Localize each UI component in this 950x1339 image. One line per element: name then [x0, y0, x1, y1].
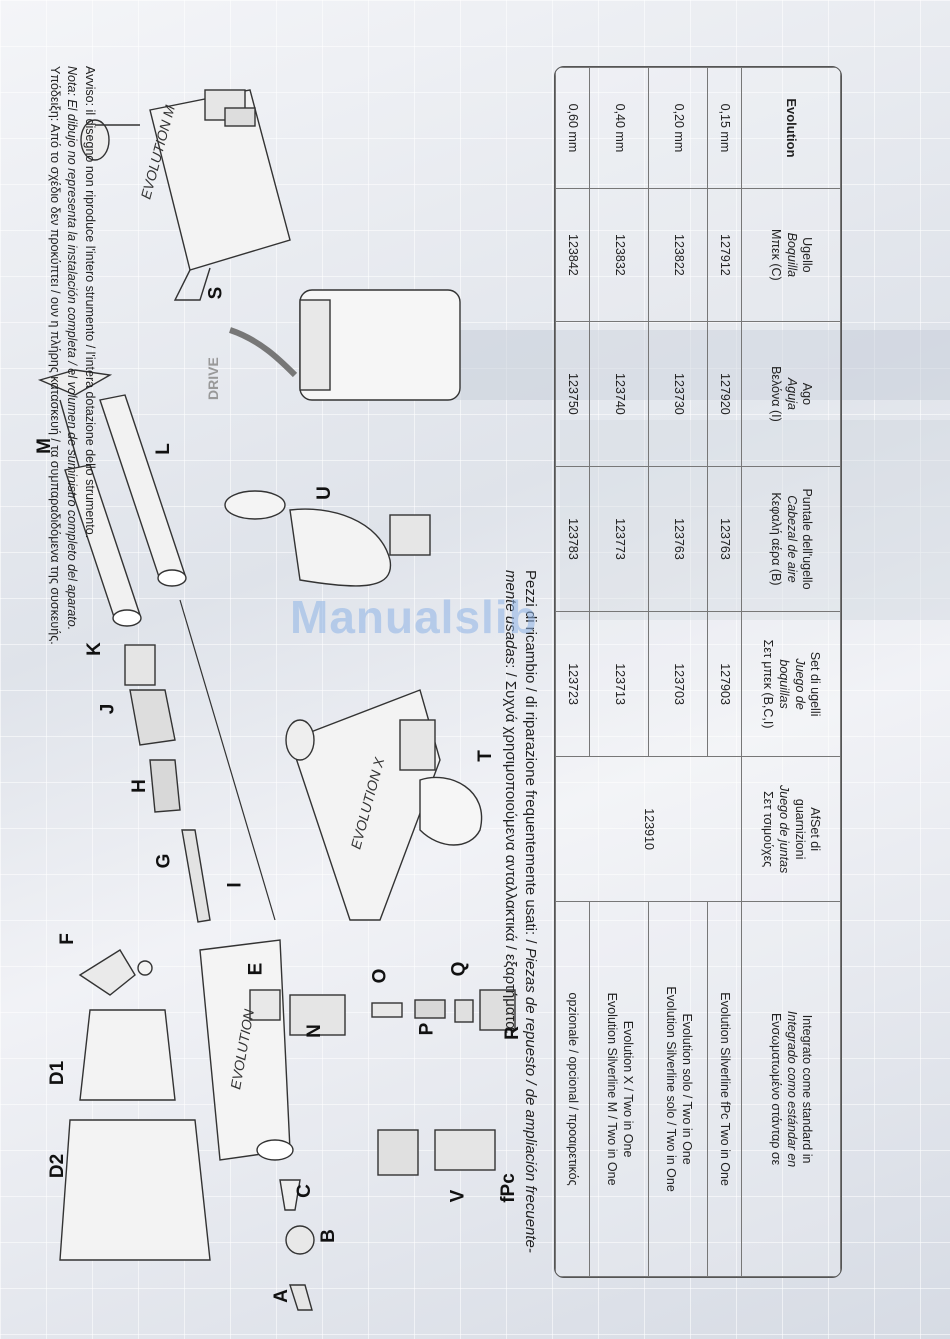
- cell-standard-in: Evolution solo / Two in One Evolution Si…: [648, 901, 708, 1277]
- cell-standard-in: opzionale / opcional / προαιρετικός: [555, 901, 590, 1277]
- cell-nozzle-set: 123713: [589, 611, 649, 757]
- airbrush-evolution-x-drawing: [285, 689, 483, 921]
- cell-standard-in: Evolution Silverline fPc Two in One: [707, 901, 742, 1277]
- airbrush-evolution-m-drawing: [80, 89, 291, 301]
- spare-parts-heading: Pezzi di ricambio / di riparazione frequ…: [500, 570, 541, 1260]
- cell-needle: 123730: [648, 321, 708, 467]
- cell-standard-in: Evolution X / Two in One Evolution Silve…: [589, 901, 649, 1277]
- cell-air-cap: 123763: [707, 466, 742, 612]
- background-band: [560, 420, 950, 620]
- heading-es: Piezas de repuesto / de ampliación frecu…: [522, 947, 539, 1253]
- note-es: Nota: El dibujo no representa la instala…: [65, 66, 80, 631]
- table-row: 0,20 mm 123822 123730 123763 123703 Evol…: [648, 67, 708, 1277]
- cell-nozzle-set: 127903: [707, 611, 742, 757]
- cell-nozzle: 123842: [555, 188, 590, 322]
- cell-needle: 127920: [707, 321, 742, 467]
- heading-gr: : / Συχνά χρησιμοποιούμενα ανταλλακτικά …: [501, 664, 519, 1035]
- cell-nozzle: 123832: [589, 188, 649, 322]
- header-evolution: Evolution: [741, 67, 841, 189]
- cell-air-cap: 123783: [555, 466, 590, 612]
- cell-nozzle: 127912: [707, 188, 742, 322]
- cell-size: 0,40 mm: [589, 67, 649, 189]
- cell-air-cap: 123763: [648, 466, 708, 612]
- cell-nozzle-set: 123703: [648, 611, 708, 757]
- note-it: Avviso: il disegno non riproduce l'inter…: [83, 66, 97, 539]
- table-row: 0,15 mm 127912 127920 123763 127903 1239…: [555, 67, 742, 1277]
- cell-size: 0,20 mm: [648, 67, 708, 189]
- product-label: DRIVE: [205, 357, 221, 400]
- cell-nozzle: 123822: [648, 188, 708, 322]
- cell-size: 0,60 mm: [555, 67, 590, 189]
- table-row: 0,40 mm 123832 123740 123773 123713 Evol…: [589, 67, 649, 1277]
- cell-nozzle-set: 123723: [555, 611, 590, 757]
- table-row: 0,60 mm 123842 123750 123783 123723 opzi…: [555, 67, 590, 1277]
- background-band: [440, 330, 950, 400]
- note-gr: Υπόδειξη: Από το σχέδιο δεν προκύπτει / …: [48, 66, 62, 645]
- cell-needle: 123750: [555, 321, 590, 467]
- cell-seal-set: 123910: [555, 756, 742, 902]
- cell-size: 0,15 mm: [707, 67, 742, 189]
- cell-air-cap: 123773: [589, 466, 649, 612]
- cell-needle: 123740: [589, 321, 649, 467]
- watermark: Manualslib: [290, 591, 538, 643]
- notes: Avviso: il disegno non riproduce l'inter…: [46, 66, 99, 1286]
